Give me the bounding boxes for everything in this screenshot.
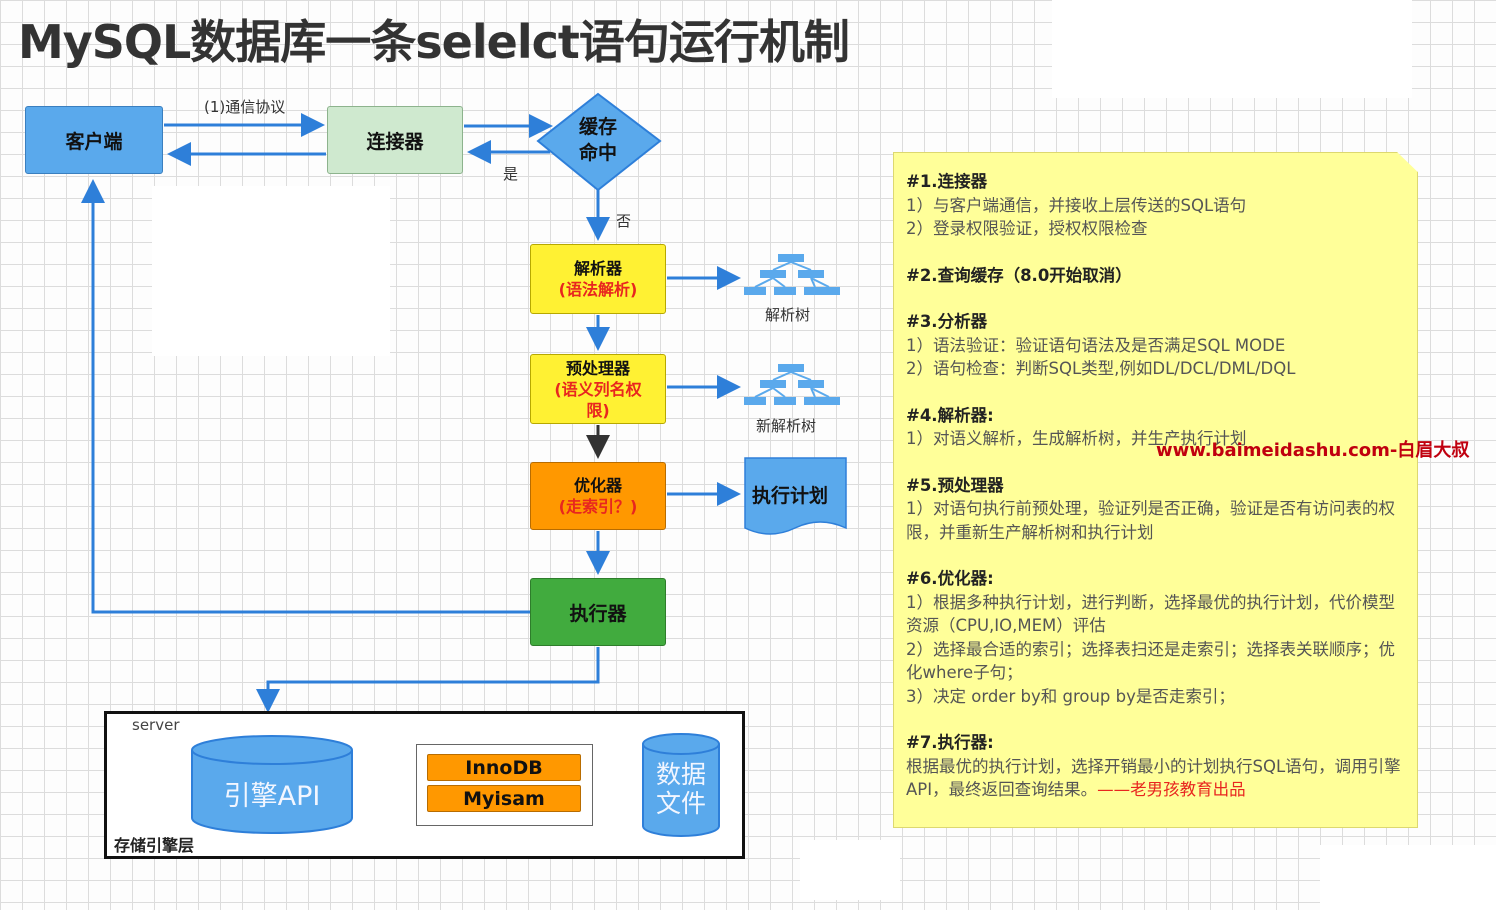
blank-patch-left (152, 186, 390, 356)
data-file-cylinder (642, 733, 720, 837)
note-heading-7: #7.执行器: (906, 733, 994, 752)
blank-patch-bottom (800, 840, 900, 900)
site-watermark: www.baimeidashu.com-白眉大叔 (1156, 440, 1470, 461)
engine-api-cylinder (191, 735, 353, 834)
note-heading-4: #4.解析器: (906, 405, 994, 425)
client-node: 客户端 (25, 106, 163, 174)
new-parse-tree-label: 新解析树 (756, 417, 817, 435)
note-line: 根据最优的执行计划，选择开销最小的计划执行SQL语句，调用引擎API，最终返回查… (906, 756, 1401, 800)
note-heading-3: #3.分析器 (906, 312, 988, 331)
note-line: 1）语法验证：验证语句语法及是否满足SQL MODE (906, 335, 1286, 355)
note-line: 2）选择最合适的索引；选择表扫还是走索引；选择表关联顺序；优化where子句； (906, 639, 1395, 683)
page-title: MySQL数据库一条selelct语句运行机制 (18, 15, 850, 69)
plan-document-shape (744, 457, 847, 535)
protocol-label: (1)通信协议 (204, 98, 286, 116)
plan-label: 执行计划 (752, 485, 829, 507)
note-heading-5: #5.预处理器 (906, 475, 1004, 495)
blank-patch-top-right (1052, 0, 1412, 98)
note-heading-1: #1.连接器 (906, 172, 988, 191)
data-file-label: 数据文件 (655, 760, 706, 818)
myisam-engine: Myisam (427, 785, 581, 812)
note-line: 2）语句检查：判断SQL类型,例如DL/DCL/DML/DQL (906, 359, 1296, 378)
executor-node: 执行器 (530, 578, 666, 646)
cache-decision-label: 缓存命中 (578, 116, 617, 164)
innodb-engine: InnoDB (427, 754, 581, 781)
explanation-text: #1.连接器 1）与客户端通信，并接收上层传送的SQL语句 2）登录权限验证，授… (906, 170, 1406, 802)
note-line: 3）决定 order by和 group by是否走索引； (906, 686, 1235, 706)
note-line: 1）对语句执行前预处理，验证列是否正确，验证是否有访问表的权限，并重新生产解析树… (906, 499, 1395, 542)
optimizer-node: 优化器 (走索引？) (530, 462, 666, 530)
credit-text: ——老男孩教育出品 (1097, 780, 1246, 799)
cache-decision-shape (536, 92, 662, 192)
no-label: 否 (616, 212, 632, 230)
new-parse-tree-icon (744, 364, 840, 405)
explanation-note (893, 152, 1418, 828)
blank-patch-bottom-right (1320, 845, 1496, 910)
yes-label: 是 (503, 165, 519, 183)
preprocessor-node: 预处理器 (语义列名权限) (530, 354, 666, 424)
note-line: 1）对语义解析，生成解析树，并生产执行计划 (906, 429, 1247, 448)
storage-layer-label: 存储引擎层 (114, 836, 195, 855)
note-heading-6: #6.优化器: (906, 569, 994, 588)
parse-tree-label: 解析树 (765, 306, 811, 324)
engine-api-label: 引擎API (223, 781, 321, 812)
parser-node: 解析器 (语法解析) (530, 244, 666, 314)
server-label: server (132, 716, 180, 734)
note-heading-2: #2.查询缓存（8.0开始取消） (906, 265, 1132, 285)
connector-node: 连接器 (327, 106, 463, 174)
parse-tree-icon (744, 254, 840, 295)
note-line: 2）登录权限验证，授权权限检查 (906, 219, 1148, 238)
note-line: 1）与客户端通信，并接收上层传送的SQL语句 (906, 195, 1247, 215)
note-line: 1）根据多种执行计划，进行判断，选择最优的执行计划，代价模型资源（CPU,IO,… (906, 592, 1395, 636)
